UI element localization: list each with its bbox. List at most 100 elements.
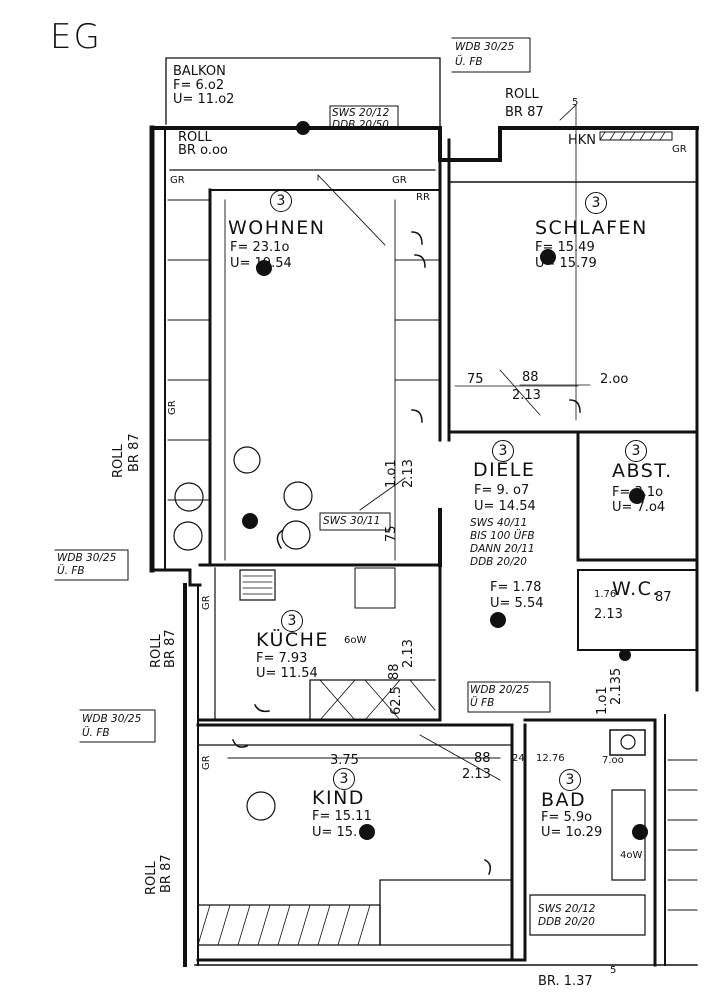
sws-diele-line4: DDB 20/20	[470, 556, 527, 568]
kind-name: KIND	[312, 787, 365, 809]
wc-area: 1.76	[594, 589, 617, 600]
dim-101-wc: 1.o1	[595, 686, 610, 715]
gr-label-tl: GR	[170, 175, 185, 186]
wdb-left2-line1: WDB 30/25	[82, 713, 142, 725]
bad-wall	[523, 718, 657, 967]
abst-perimeter: U= 7.o4	[612, 500, 666, 515]
bad-name: BAD	[541, 789, 587, 811]
roll-kind-label: ROLL	[144, 861, 159, 895]
dim-2135e: 2.13	[594, 607, 623, 622]
br-bottom-label: BR. 1.37	[538, 974, 593, 989]
br-top-label: BR 87	[505, 105, 544, 120]
wohnen-name: WOHNEN	[228, 217, 326, 239]
br-bottom-sup: 5	[610, 965, 617, 976]
dim-75a: 75	[467, 372, 484, 387]
balkon-name: BALKON	[173, 64, 226, 79]
kind-wall	[196, 723, 527, 962]
kueche-name: KÜCHE	[256, 629, 329, 651]
dim-101: 1.o1	[384, 459, 399, 488]
br-kind-label: BR 87	[159, 854, 174, 893]
sws-wohnen: SWS 30/11	[323, 515, 381, 527]
dim-700: 7.oo	[602, 755, 624, 766]
hkn-label: HKN	[568, 133, 597, 148]
balkon-perimeter: U= 11.o2	[173, 92, 235, 107]
dim-75b: 75	[384, 525, 399, 542]
dim-2135a: 2.13	[512, 388, 541, 403]
abst-name: ABST.	[612, 460, 673, 482]
dim-2135b: 2.13	[401, 459, 416, 488]
page-title: EG	[50, 17, 102, 57]
schlafen-area: F= 15.49	[535, 240, 595, 255]
dim-200: 2.oo	[600, 372, 629, 387]
kind-area: F= 15.11	[312, 809, 372, 824]
abst-area: F= 3.1o	[612, 485, 664, 500]
schlafen-perimeter: U= 15.79	[535, 256, 597, 271]
wdb-left1-line1: WDB 30/25	[57, 552, 117, 564]
bad-perimeter: U= 1o.29	[541, 825, 603, 840]
dim-885b: 88	[387, 663, 402, 680]
kueche-appliance: 6oW	[344, 635, 367, 646]
wdb-top-line2: Ü. FB	[455, 56, 483, 68]
gr-label-left: GR	[167, 400, 178, 415]
gr-label-tr: GR	[672, 144, 687, 155]
dim-375: 3.75	[330, 753, 359, 768]
bad-area: F= 5.9o	[541, 810, 593, 825]
wohnen-perimeter: U= 19.54	[230, 256, 292, 271]
dim-1276: 12.76	[536, 753, 565, 764]
dim-885a: 88	[522, 370, 539, 385]
abst-wall	[576, 430, 699, 562]
roll-top-label: ROLL	[505, 87, 539, 102]
wc-extra: 87	[655, 590, 672, 605]
sws-top-line1: SWS 20/12	[332, 107, 390, 119]
wdb-mid-line1: WDB 20/25	[470, 684, 530, 696]
wdb-top-line1: WDB 30/25	[455, 41, 515, 53]
wc-name: W.C.	[612, 578, 660, 600]
kind-perimeter: U= 15.	[312, 825, 358, 840]
dim-24: 24	[512, 753, 525, 764]
gr-label-kueche: GR	[201, 595, 212, 610]
roll-kueche-label: ROLL	[149, 634, 164, 668]
dim-2135c: 2.13	[401, 639, 416, 668]
wohnen-mark: 3	[270, 190, 292, 212]
wdb-left2-line2: Ü. FB	[82, 727, 110, 739]
diele-mark: 3	[492, 440, 514, 462]
dim-625: 62.5	[389, 686, 404, 715]
br-top-sup: 5	[572, 97, 579, 108]
balkon-area: F= 6.o2	[173, 78, 225, 93]
diele-perimeter2: U= 5.54	[490, 596, 544, 611]
roll-left-label: ROLL	[111, 444, 126, 478]
dim-2135d: 2.13	[462, 767, 491, 782]
br-balkon-label: BR o.oo	[178, 143, 228, 158]
wdb-mid-line2: Ü FB	[470, 697, 495, 709]
sws-top-line2: DDB 20/50	[332, 119, 389, 131]
roll-balkon-label: ROLL	[178, 130, 212, 145]
rr-label: RR	[416, 192, 430, 203]
schlafen-mark: 3	[585, 192, 607, 214]
central-wall	[438, 138, 451, 442]
kueche-mark: 3	[281, 610, 303, 632]
schlafen-name: SCHLAFEN	[535, 217, 648, 239]
gr-label-mid: GR	[392, 175, 407, 186]
wc-wall	[577, 569, 698, 651]
diele-area2: F= 1.78	[490, 580, 542, 595]
dim-885c: 88	[474, 751, 491, 766]
br-kueche-label: BR 87	[163, 629, 178, 668]
bad-appliance: 4oW	[620, 850, 643, 861]
sws-diele-line3: DANN 20/11	[470, 543, 535, 555]
diele-perimeter: U= 14.54	[474, 499, 536, 514]
wdb-left1-line2: Ü. FB	[57, 565, 85, 577]
abst-mark: 3	[625, 440, 647, 462]
sws-diele-line2: BIS 100 ÜFB	[470, 530, 535, 542]
kind-mark: 3	[333, 768, 355, 790]
kueche-perimeter: U= 11.54	[256, 666, 318, 681]
br-left-label: BR 87	[127, 433, 142, 472]
kueche-area: F= 7.93	[256, 651, 308, 666]
top-wall	[150, 126, 699, 162]
gr-label-kind: GR	[201, 755, 212, 770]
bad-mark: 3	[559, 769, 581, 791]
sws-bad-line2: DDB 20/20	[538, 916, 595, 928]
diele-name: DIELE	[473, 459, 536, 481]
wohnen-area: F= 23.1o	[230, 240, 290, 255]
balcony-outline	[165, 57, 441, 129]
